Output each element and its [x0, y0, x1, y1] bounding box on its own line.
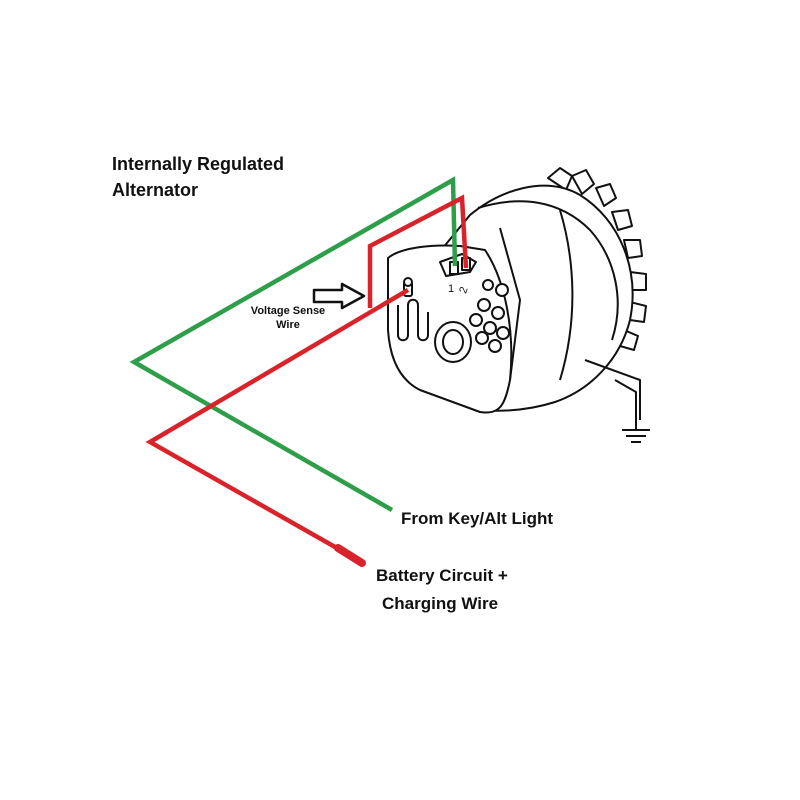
vent-holes	[469, 279, 510, 353]
diagram-title-line1: Internally Regulated	[112, 154, 285, 174]
pointer-arrow-icon	[312, 282, 366, 310]
diagram-title-line2: Alternator	[112, 180, 199, 200]
battery-wire-end	[334, 544, 366, 567]
terminal-1-label: 1	[448, 283, 454, 295]
from-key-label: From Key/Alt Light	[401, 509, 554, 528]
alternator-drawing	[387, 167, 650, 443]
output-stud	[403, 277, 413, 297]
slot-pattern	[397, 298, 429, 342]
voltage-sense-label-line1: Voltage Sense	[250, 305, 326, 317]
battery-label-line1: Battery Circuit +	[376, 566, 508, 585]
voltage-sense-label-line2: Wire	[276, 319, 300, 331]
voltage-sense-wire	[367, 194, 469, 308]
exciter-wire	[129, 176, 458, 512]
ground-symbol	[614, 379, 650, 443]
battery-label-line2: Charging Wire	[382, 594, 499, 613]
terminal-2-label: 2	[457, 285, 470, 295]
battery-charging-wire	[145, 288, 410, 562]
